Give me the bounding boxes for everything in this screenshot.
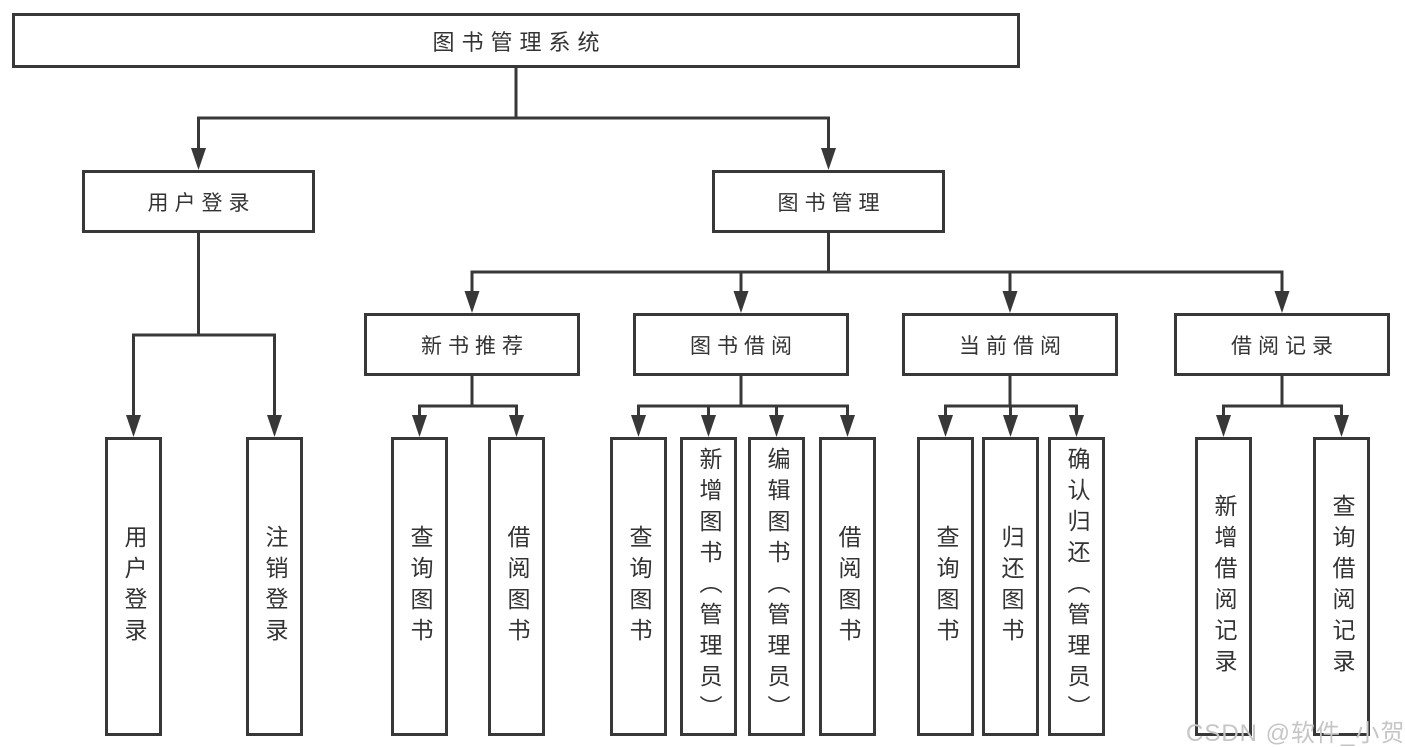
node-book-borrow: 图书借阅 (633, 313, 849, 376)
leaf-bb-add-books-admin: 新增图书（管理员） (680, 437, 737, 736)
leaf-bb-edit-books-admin: 编辑图书（管理员） (748, 437, 805, 736)
node-root: 图书管理系统 (12, 13, 1020, 68)
leaf-bb-query-books: 查询图书 (610, 437, 667, 736)
leaf-user-login: 用户登录 (105, 437, 162, 736)
node-book-mgmt: 图书管理 (712, 170, 945, 233)
leaf-cb-confirm-return-admin: 确认归还（管理员） (1048, 437, 1105, 736)
leaf-br-add-record: 新增借阅记录 (1195, 437, 1252, 736)
watermark: CSDN @软件_小贺同学 (1186, 720, 1405, 747)
node-new-book-rec: 新书推荐 (364, 313, 580, 376)
leaf-nbr-query-books: 查询图书 (391, 437, 448, 736)
node-user-login: 用户登录 (82, 170, 315, 233)
node-current-borrow: 当前借阅 (902, 313, 1118, 376)
leaf-nbr-borrow-books: 借阅图书 (488, 437, 545, 736)
leaf-logout: 注销登录 (246, 437, 303, 736)
node-borrow-record: 借阅记录 (1174, 313, 1390, 376)
leaf-br-query-record: 查询借阅记录 (1313, 437, 1370, 736)
leaf-cb-query-books: 查询图书 (917, 437, 974, 736)
leaf-bb-borrow-books: 借阅图书 (819, 437, 876, 736)
leaf-cb-return-books: 归还图书 (982, 437, 1039, 736)
